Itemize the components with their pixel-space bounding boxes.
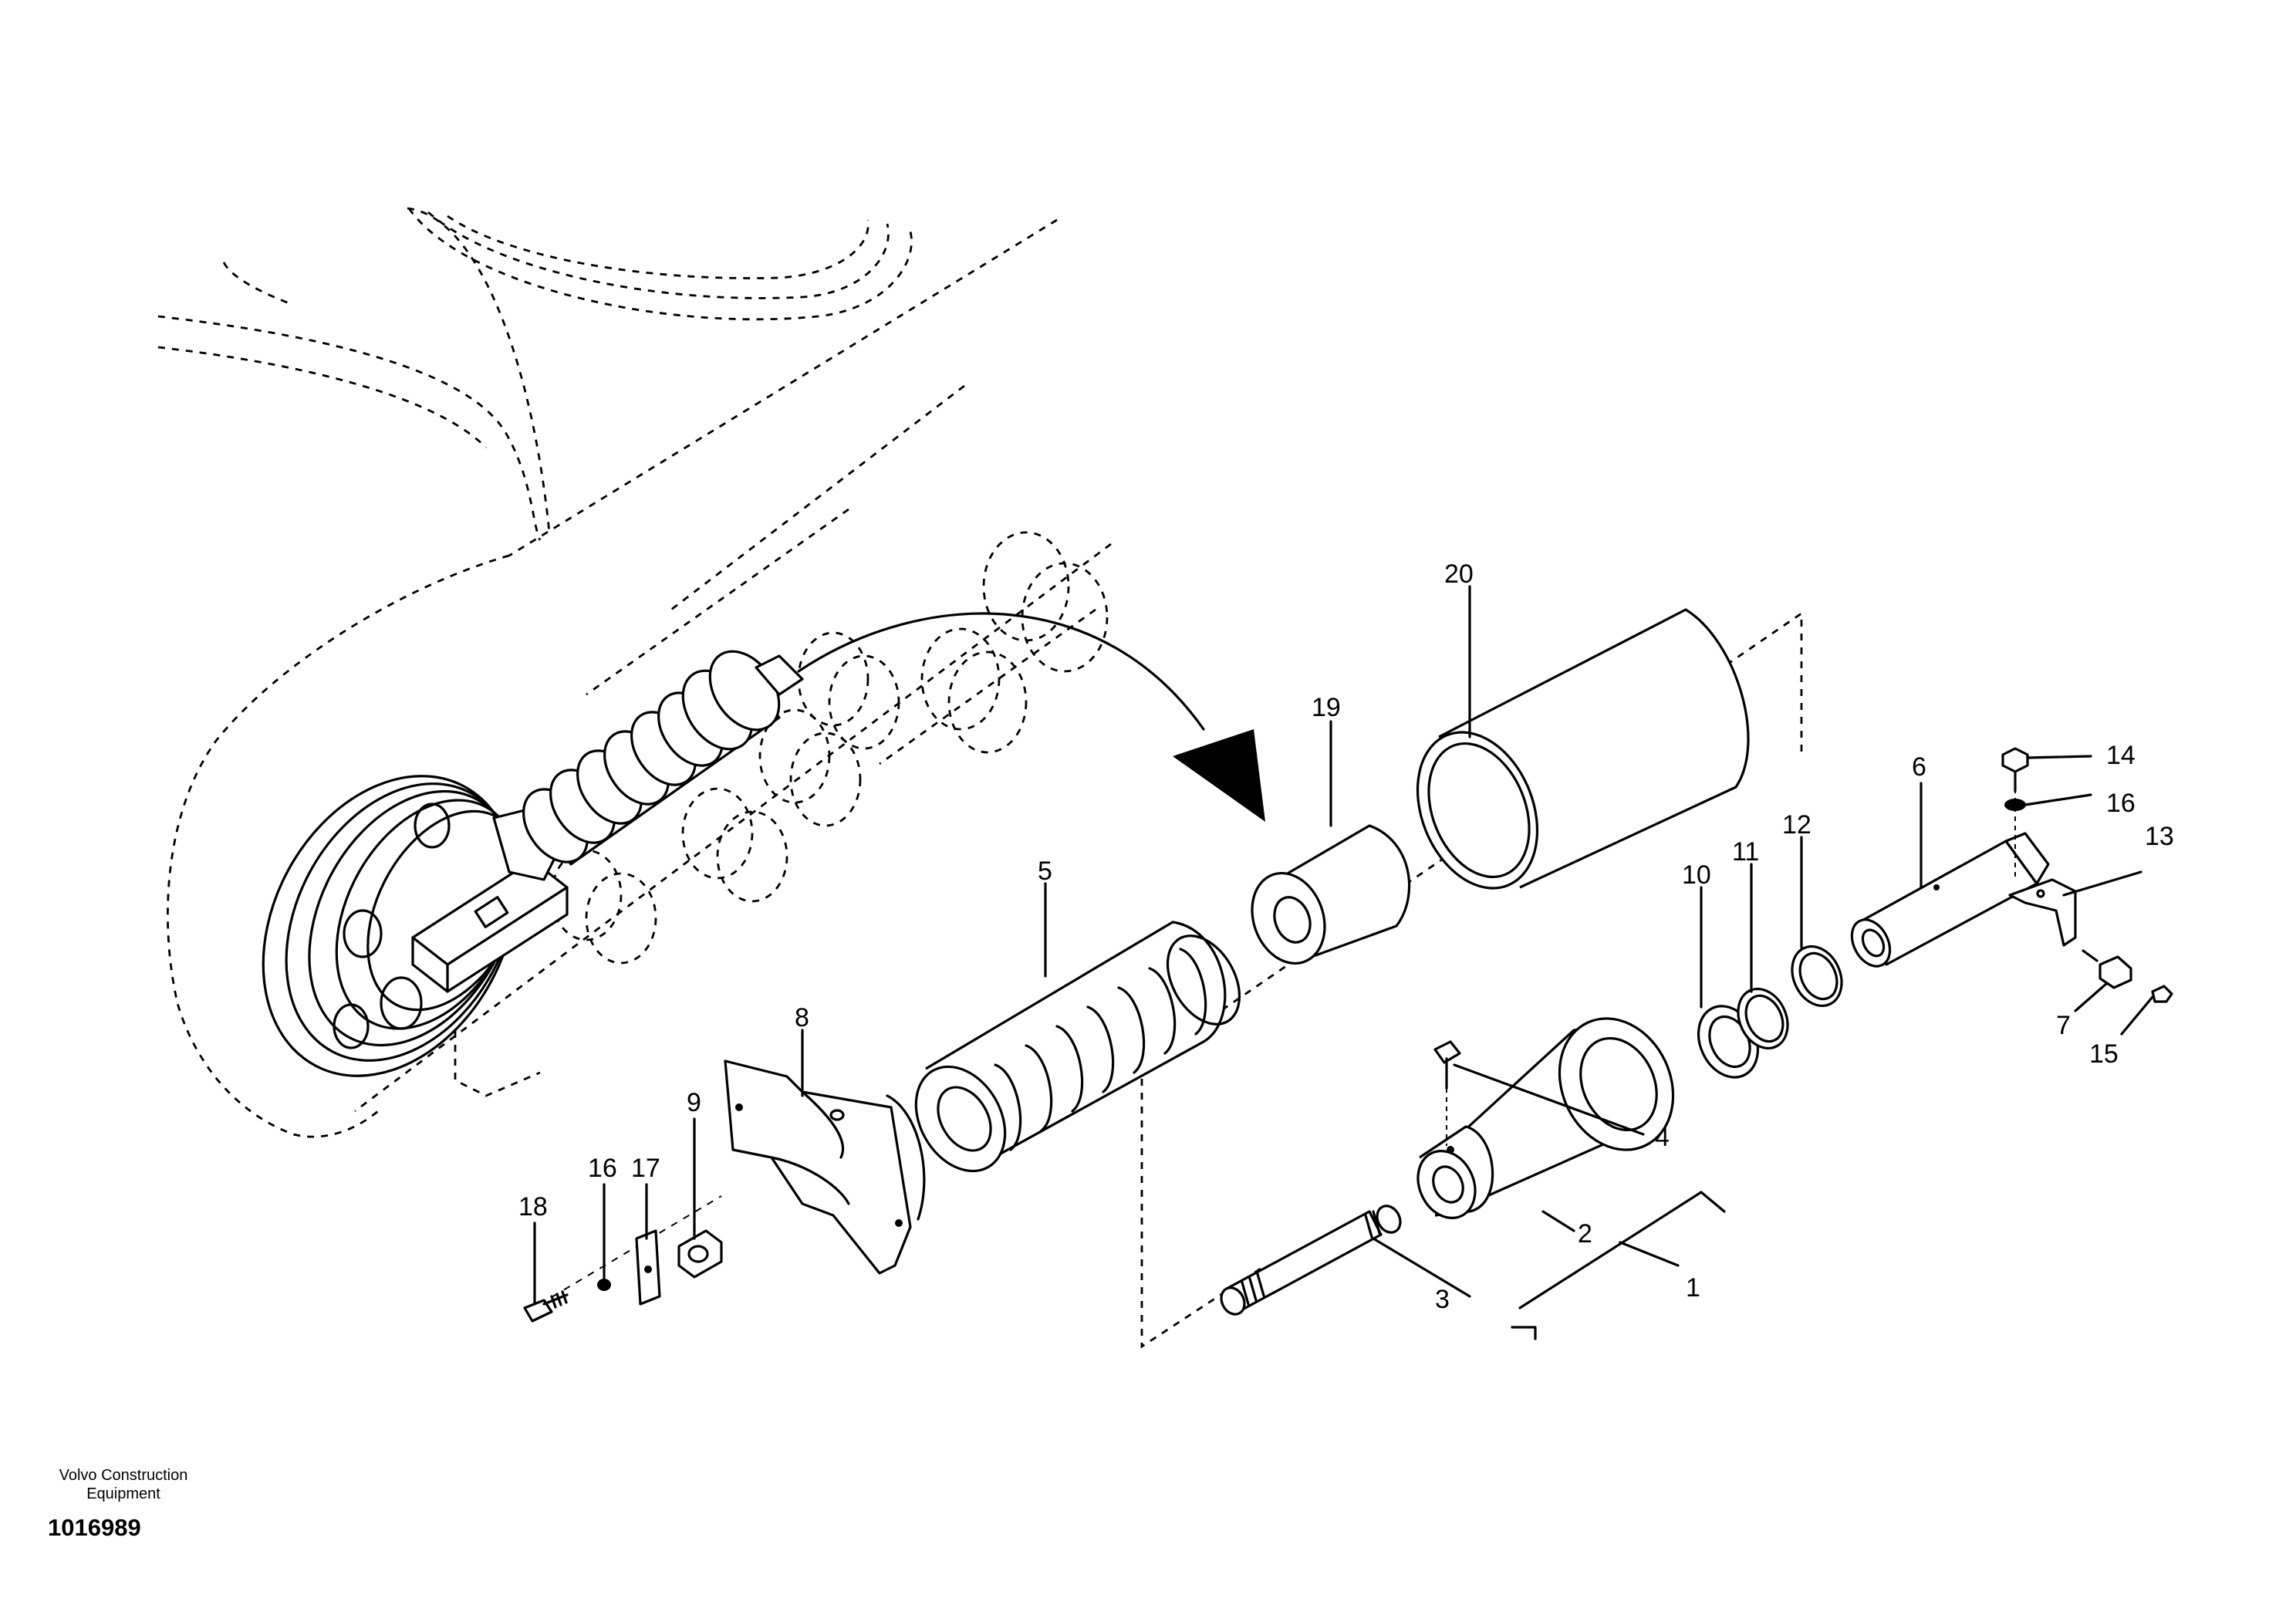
exploded-view-arrow	[797, 612, 1265, 822]
part-14-bolt	[2001, 747, 2029, 792]
callout-7: 7	[2056, 1011, 2071, 1040]
callout-10: 10	[1682, 860, 1711, 890]
callout-16-right: 16	[2106, 789, 2136, 818]
part-4-grease-fitting	[1433, 1040, 1461, 1146]
callout-19: 19	[1312, 693, 1341, 722]
callout-17: 17	[631, 1154, 660, 1183]
callout-4: 4	[1655, 1123, 1670, 1152]
callout-13: 13	[2145, 822, 2174, 851]
part-16-washer-right	[2004, 799, 2026, 811]
part-5-recoil-spring	[914, 921, 1241, 1173]
part-7-fitting	[2082, 949, 2132, 989]
callout-15: 15	[2089, 1039, 2119, 1069]
leader-lines	[533, 585, 2154, 1340]
callout-11: 11	[1732, 837, 1759, 867]
callout-18: 18	[518, 1192, 548, 1222]
part-19-spacer	[1251, 824, 1411, 965]
part-16-washer-left	[597, 1279, 611, 1291]
callout-5: 5	[1038, 857, 1052, 886]
company-name-line2: Equipment	[86, 1485, 160, 1502]
part-20-spacer-tube	[1416, 608, 1750, 890]
track-rollers-outline	[454, 531, 1109, 1097]
callout-1: 1	[1686, 1273, 1700, 1303]
company-name-line1: Volvo Construction	[59, 1467, 188, 1484]
callout-20: 20	[1444, 559, 1474, 589]
part-13-plate	[2008, 878, 2077, 947]
part-3-rod	[1220, 1205, 1402, 1316]
idler-yoke	[411, 805, 569, 993]
part-11-ring	[1737, 987, 1789, 1050]
part-17-lock-plate	[635, 1229, 661, 1306]
assembled-recoil-spring	[522, 650, 804, 866]
callout-14: 14	[2106, 741, 2136, 770]
part-9-nut	[677, 1229, 723, 1279]
callout-2: 2	[1578, 1219, 1592, 1249]
part-15-fitting	[2151, 985, 2173, 1003]
part-2-cylinder	[1416, 1017, 1675, 1219]
callout-12: 12	[1782, 810, 1811, 840]
part-8-bracket	[724, 1059, 926, 1275]
callout-3: 3	[1435, 1285, 1450, 1314]
callout-labels: 20 19 5 8 9 17 16 18 10 11 12 6 14 16 13…	[518, 559, 2174, 1314]
callout-9: 9	[687, 1088, 701, 1117]
callout-16-left: 16	[588, 1154, 617, 1183]
company-name: Volvo Construction Equipment	[31, 1466, 216, 1503]
part-12-ring	[1791, 944, 1843, 1008]
idler-wheel	[262, 775, 525, 1077]
undercarriage-frame-outline	[157, 207, 1112, 1138]
part-6-pin	[1850, 832, 2050, 968]
drawing-number: 1016989	[48, 1514, 141, 1541]
callout-8: 8	[795, 1003, 809, 1032]
drawing-footer: Volvo Construction Equipment 1016989	[31, 1466, 262, 1542]
callout-6: 6	[1912, 752, 1926, 782]
part-18-bolt	[523, 1290, 569, 1323]
